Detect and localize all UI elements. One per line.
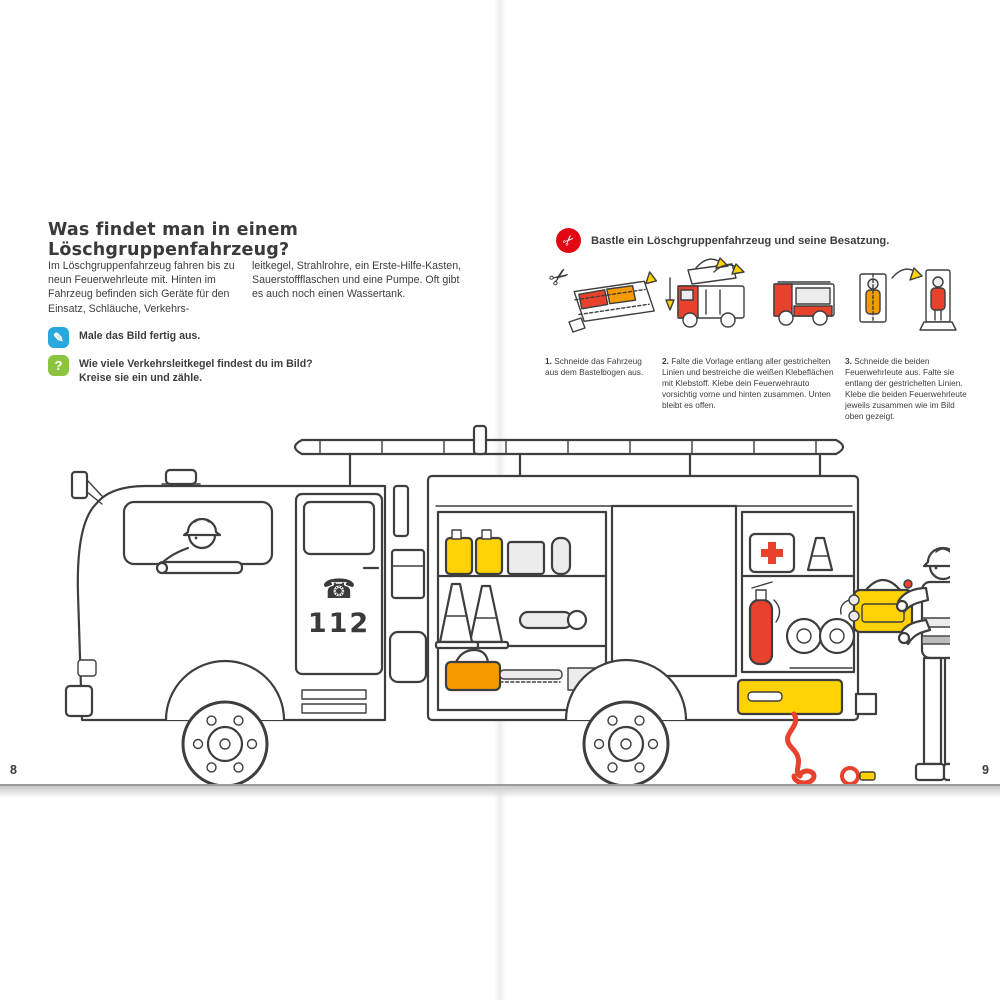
- scissors-icon: ✂: [556, 228, 581, 253]
- front-bumper: [64, 684, 94, 718]
- first-aid-kit: [748, 532, 796, 574]
- rear-bumper: [854, 692, 878, 716]
- belt: [921, 635, 950, 645]
- leg: [922, 656, 943, 766]
- traffic-cone: [434, 582, 480, 650]
- task-counting-label: Wie viele Verkehrsleitkegel findest du i…: [79, 358, 313, 384]
- roof-ladder: [293, 424, 845, 486]
- boot: [942, 762, 950, 782]
- craft-header: ✂ Bastle ein Löschgruppenfahrzeug und se…: [556, 228, 956, 253]
- beacon-light: [164, 468, 198, 486]
- leg: [943, 656, 950, 766]
- ground-shadow: [0, 786, 1000, 798]
- cab-door: ☎ 112: [294, 492, 384, 676]
- front-wheel: [181, 700, 269, 787]
- helmet: [922, 546, 950, 568]
- equipment-bay-left: [434, 510, 608, 712]
- tool-box: [506, 540, 546, 576]
- intro-text-column-1: Im Löschgruppenfahrzeug fahren bis zu ne…: [48, 260, 235, 315]
- step2-illustration: [665, 257, 835, 328]
- hose-nozzle: [518, 609, 588, 631]
- driver-hand: [155, 561, 169, 575]
- page-title: Was findet man in einem Löschgruppenfahr…: [48, 220, 299, 260]
- storage-box-yellow: [736, 678, 844, 716]
- portable-pump: [839, 578, 914, 634]
- roller-shutter: [610, 504, 738, 678]
- fire-truck-illustration: ☎ 112: [64, 424, 950, 787]
- page-number-left: 8: [10, 763, 17, 777]
- hose-nozzle-yellow: [859, 771, 876, 781]
- task-coloring-label: Male das Bild fertig aus.: [79, 330, 201, 342]
- ground-line: [0, 784, 1000, 786]
- phone-icon: ☎: [322, 574, 356, 604]
- chainsaw: [444, 648, 563, 692]
- task-coloring: ✎ Male das Bild fertig aus.: [48, 327, 348, 348]
- step3-illustration: [859, 267, 957, 331]
- door-number: 112: [308, 608, 370, 639]
- boot: [914, 762, 946, 782]
- rear-wheel-arch: [564, 658, 688, 722]
- canister: [444, 536, 474, 576]
- question-icon: ?: [48, 355, 69, 376]
- traffic-cone: [806, 536, 834, 572]
- equipment-bay-right: [740, 510, 856, 674]
- front-wheel-arch: [164, 659, 286, 722]
- intro-text-column-2: leitkegel, Strahlrohre, ein Erste-Hilfe-…: [252, 260, 462, 301]
- firefighter: [839, 546, 950, 782]
- mid-section: [388, 484, 428, 684]
- step3-text: 3. Schneide die beiden Feuerwehrleute au…: [845, 356, 967, 421]
- driver-arm: [156, 560, 244, 575]
- step1-text: 1. Schneide das Fahrzeug aus dem Bastelb…: [545, 356, 644, 377]
- rear-wheel: [582, 700, 670, 787]
- driver: [155, 517, 244, 575]
- craft-title: Bastle ein Löschgruppenfahrzeug und sein…: [591, 234, 890, 247]
- cab-step: [301, 689, 367, 700]
- task-counting: ? Wie viele Verkehrsleitkegel findest du…: [48, 355, 348, 386]
- fire-extinguisher: [748, 581, 781, 666]
- pencil-icon: ✎: [48, 327, 69, 348]
- bottle: [550, 536, 572, 576]
- side-mirror: [70, 470, 89, 500]
- canister: [474, 536, 504, 576]
- door-window: [302, 500, 376, 556]
- rolled-hoses: [785, 617, 856, 669]
- svg-text:✂: ✂: [545, 261, 576, 295]
- fire-hose: [785, 711, 876, 786]
- headlight: [77, 659, 97, 677]
- step2-text: 2. Falte die Vorlage entlang aller gestr…: [662, 356, 834, 410]
- page-number-right: 9: [982, 763, 989, 777]
- step1-illustration: ✂: [545, 261, 657, 333]
